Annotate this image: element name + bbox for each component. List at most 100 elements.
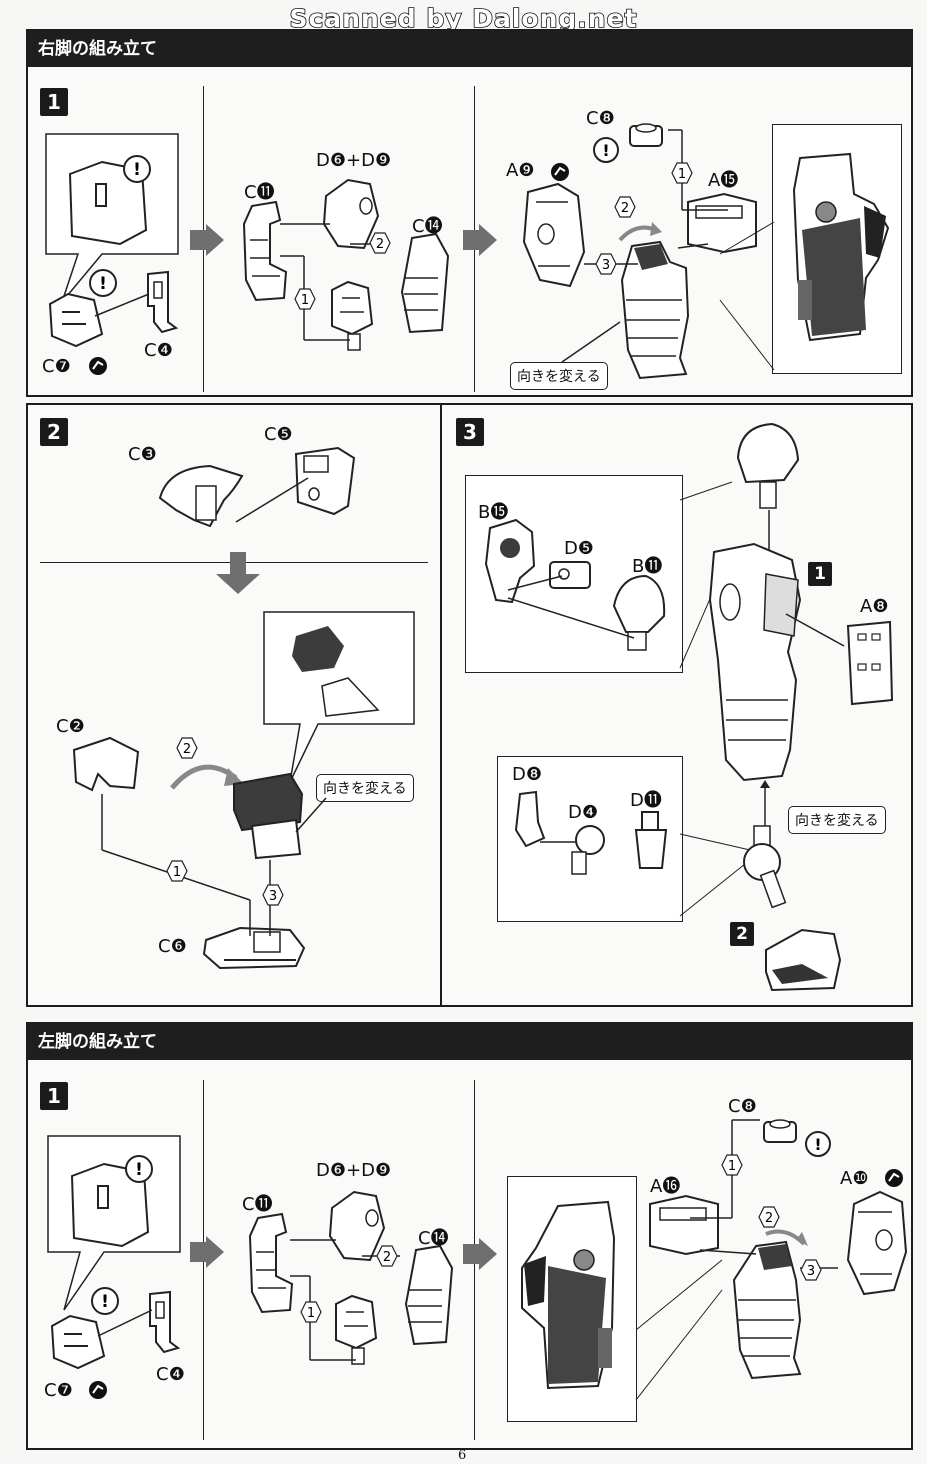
callout-pointer — [295, 797, 327, 833]
svg-text:!: ! — [602, 141, 609, 160]
rotate-arrow-icon — [765, 1229, 808, 1246]
sequence-number-1: 1 — [300, 1301, 322, 1323]
rotate-callout: 向きを変える — [316, 774, 414, 802]
completed-leg-drawing — [521, 1200, 616, 1390]
right-leg-section: 右脚の組み立て — [26, 29, 913, 397]
svg-text:2: 2 — [183, 742, 191, 757]
sequence-number-1: 1 — [166, 860, 188, 882]
nub-cut-icon — [89, 357, 107, 375]
part-label-c8: C❽ — [586, 108, 615, 129]
page-number: 6 — [458, 1448, 467, 1463]
detail-lines — [635, 1259, 723, 1401]
part-c14-drawing — [404, 1244, 454, 1346]
sequence-number-2: 2 — [376, 1245, 398, 1267]
svg-text:!: ! — [814, 1135, 821, 1154]
svg-text:3: 3 — [602, 258, 610, 273]
exclamation-icon: ! — [805, 1131, 831, 1157]
part-a15-drawing — [687, 192, 757, 254]
nub-cut-icon — [89, 1381, 107, 1399]
exclamation-icon: ! — [593, 137, 619, 163]
svg-text:2: 2 — [765, 1211, 773, 1226]
svg-text:1: 1 — [307, 1306, 315, 1321]
part-d4-drawing — [571, 825, 605, 875]
part-label-c4: C❹ — [156, 1364, 185, 1385]
detail-lines — [719, 221, 775, 371]
part-label-c4: C❹ — [144, 340, 173, 361]
part-c3-drawing — [158, 464, 244, 528]
part-label-a8: A❽ — [860, 596, 889, 617]
part-b11-drawing — [612, 574, 666, 651]
part-c7-drawing — [331, 280, 374, 351]
part-c6-drawing — [202, 926, 306, 970]
part-label-d6-d9: D❻+D❾ — [316, 1160, 392, 1181]
step-number-badge: 2 — [40, 418, 68, 446]
section-title: 左脚の組み立て — [28, 1024, 911, 1060]
assembly-line — [540, 841, 576, 843]
part-d6-d9-drawing — [322, 178, 380, 250]
sequence-number-2: 2 — [176, 737, 198, 759]
step-arrow-icon — [463, 1244, 479, 1264]
step-arrow-icon — [206, 1236, 224, 1268]
svg-text:!: ! — [99, 274, 107, 294]
step-number-badge: 3 — [456, 418, 484, 446]
part-c4-drawing — [149, 1290, 181, 1354]
rotate-arrow-icon — [170, 764, 244, 790]
svg-text:1: 1 — [728, 1159, 736, 1174]
exclamation-icon: ! — [123, 155, 151, 183]
part-label-d6-d9: D❻+D❾ — [316, 150, 392, 171]
rotate-callout: 向きを変える — [510, 362, 608, 390]
svg-text:!: ! — [133, 160, 141, 180]
part-ankle-joint-drawing — [743, 825, 787, 909]
part-label-a15: A⓯ — [708, 170, 739, 191]
exclamation-icon: ! — [125, 1155, 153, 1183]
assembly-line — [785, 613, 845, 647]
part-lower-leg-drawing — [732, 1240, 802, 1380]
assembly-lines — [280, 223, 390, 341]
sequence-number-1: 1 — [294, 288, 316, 310]
part-lower-leg-drawing — [620, 240, 690, 380]
part-label-c8: C❽ — [728, 1096, 757, 1117]
sequence-number-2: 2 — [369, 232, 391, 254]
part-label-c14: C⓮ — [418, 1228, 449, 1249]
svg-text:3: 3 — [807, 1264, 815, 1279]
part-d11-drawing — [634, 811, 668, 869]
svg-text:!: ! — [135, 1160, 143, 1180]
step-arrow-icon — [216, 552, 260, 594]
assembly-line — [235, 477, 309, 523]
section-title: 右脚の組み立て — [28, 31, 911, 67]
callout-pointer — [561, 321, 621, 363]
step-arrow-icon — [190, 230, 206, 250]
part-label-a10: A❿ — [840, 1168, 869, 1189]
part-a10-drawing — [846, 1190, 908, 1296]
part-c11-drawing — [248, 1212, 294, 1314]
sequence-number-3: 3 — [800, 1259, 822, 1281]
foot-assembly-drawing — [765, 928, 842, 992]
leg-assembly-drawing — [708, 542, 802, 782]
part-b15-drawing — [484, 518, 536, 604]
nub-cut-icon — [551, 163, 569, 181]
watermark: Scanned by Dalong.net — [289, 3, 638, 34]
part-d8-drawing — [514, 790, 546, 848]
part-c8-drawing — [763, 1119, 797, 1143]
part-label-d5: D❺ — [564, 538, 594, 559]
reference-badge-2: 2 — [730, 922, 754, 946]
sequence-number-1: 1 — [721, 1154, 743, 1176]
rotate-arrow-icon — [618, 222, 662, 242]
completed-leg-drawing — [792, 152, 890, 342]
part-hip-joint-drawing — [736, 422, 800, 509]
part-label-c6: C❻ — [158, 936, 187, 957]
nub-cut-icon — [885, 1169, 903, 1187]
sequence-number-2: 2 — [758, 1206, 780, 1228]
assembly-line-arrow — [760, 780, 770, 826]
svg-text:1: 1 — [678, 167, 686, 182]
part-a8-drawing — [846, 620, 894, 706]
sequence-number-3: 3 — [595, 253, 617, 275]
svg-text:2: 2 — [383, 1250, 391, 1265]
svg-text:3: 3 — [269, 889, 277, 904]
part-c2-drawing — [72, 736, 140, 792]
part-c8-drawing — [629, 123, 663, 147]
part-c11-drawing — [242, 200, 288, 302]
reference-badge-1: 1 — [808, 562, 832, 586]
part-label-d4: D❹ — [568, 802, 598, 823]
assembly-line — [94, 293, 150, 317]
